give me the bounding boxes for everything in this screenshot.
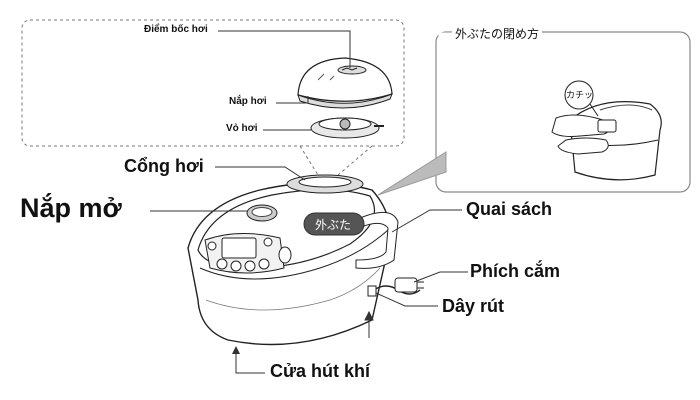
detail-connector-lines xyxy=(299,145,373,176)
air-intake-arrow-2 xyxy=(364,310,374,338)
label-steam-shell: Vỏ hơi xyxy=(226,123,258,134)
label-handle: Quai sách xyxy=(466,199,553,219)
steam-detail-box xyxy=(21,19,405,147)
label-outer-lid-tag: 外ぶた xyxy=(315,218,352,232)
inset-click-sound: カチッ xyxy=(566,90,594,100)
steam-shell-illustration xyxy=(310,117,384,139)
label-plug: Phích cắm xyxy=(470,261,561,281)
label-open-lid: Nắp mở xyxy=(20,193,122,223)
label-steam-vent: Cổng hơi xyxy=(124,156,204,176)
inset-title: 外ぶたの閉め方 xyxy=(452,25,543,42)
label-retract-cord: Dây rút xyxy=(442,296,505,316)
inset-connector xyxy=(377,151,447,196)
rice-cooker-illustration xyxy=(187,174,399,346)
label-air-intake: Cửa hút khí xyxy=(270,361,371,381)
air-intake-arrow-1 xyxy=(232,346,240,354)
inset-illustration xyxy=(551,80,662,181)
steam-lid-illustration xyxy=(297,57,393,109)
label-steam-point: Điểm bốc hơi xyxy=(144,24,208,35)
label-steam-lid: Nắp hơi xyxy=(229,96,267,107)
power-cord-illustration xyxy=(367,277,424,297)
